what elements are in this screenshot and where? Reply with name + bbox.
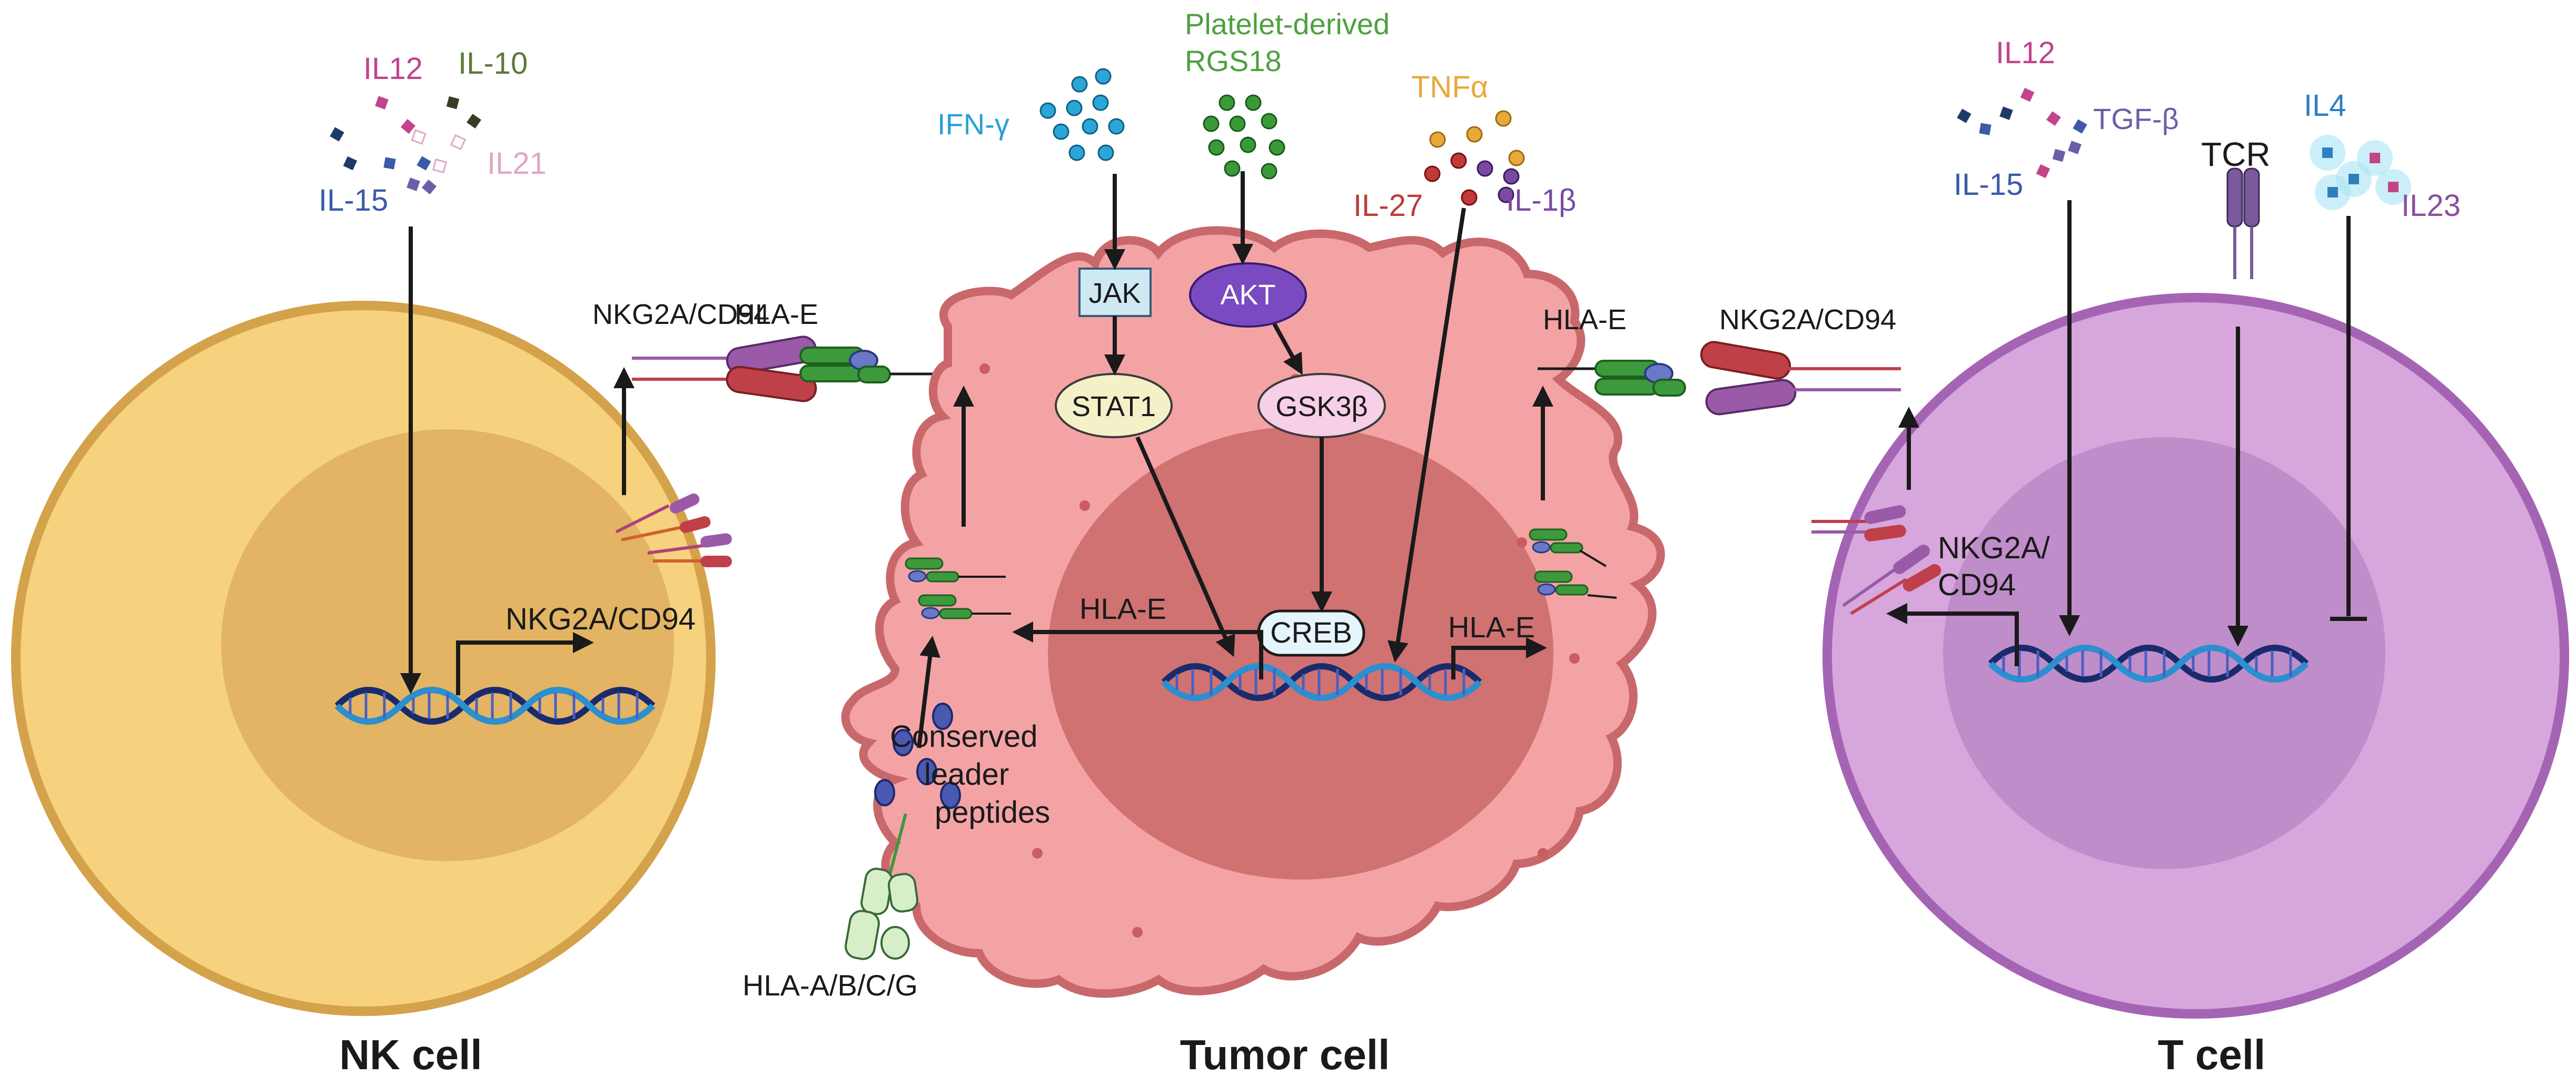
nk-tumor-synapse: NKG2A/CD94 HLA-E (592, 299, 943, 402)
creb-label: CREB (1270, 616, 1352, 649)
nk-transcription-arrow (456, 632, 594, 695)
il4-il23-molecules-icon (2310, 135, 2411, 210)
t-cell: NKG2A/ CD94 TCR (1811, 135, 2569, 1019)
rgs18-label: RGS18 (1185, 44, 1282, 77)
peptides-label: peptides (935, 795, 1050, 830)
tumor-hla-e-left-icon (799, 347, 891, 383)
tcr-icon (2226, 167, 2260, 279)
t-receptor-label: NKG2A/CD94 (1719, 304, 1896, 336)
tumor-cell-title: Tumor cell (1180, 1031, 1390, 1078)
conserved-label: Conserved (890, 719, 1037, 754)
il1b-label: IL-1β (1506, 183, 1576, 218)
tgf-beta-label: TGF-β (2093, 102, 2179, 135)
il23-label: IL23 (2401, 189, 2461, 223)
t-gene-label-line2: CD94 (1938, 568, 2016, 602)
tumor-cytokines: IFN-γ Platelet-derived RGS18 TNFα IL-27 … (937, 7, 1576, 223)
hla-abcg-icon (845, 813, 919, 960)
t-vesicle-receptors-icon (1811, 505, 1941, 615)
t-il12-label: IL12 (1996, 36, 2055, 70)
tnf-alpha-label: TNFα (1411, 70, 1488, 104)
nk-il15-label: IL-15 (319, 183, 388, 218)
t-receptor-cd94-icon (1700, 341, 1791, 380)
tumor-hla-e-right-label: HLA-E (1543, 304, 1627, 336)
nk-nucleus (221, 429, 674, 861)
tumor-t-synapse: HLA-E NKG2A/CD94 (1538, 304, 1901, 416)
tumor-hla-e-left-label: HLA-E (735, 299, 818, 330)
gsk3b-label: GSK3β (1275, 391, 1368, 422)
jak-node (1078, 268, 1152, 317)
nk-il10-label: IL-10 (458, 46, 528, 81)
nk-vesicle-receptors-icon (615, 493, 732, 567)
t-receptor-nkg2a-icon (1705, 379, 1797, 416)
hla-abcg-label: HLA-A/B/C/G (742, 969, 918, 1002)
t-transcription-arrow (1886, 603, 2019, 666)
akt-label: AKT (1220, 279, 1275, 311)
nk-il21-label: IL21 (487, 146, 547, 181)
tnf-il27-il1b-molecules-icon (1424, 110, 1525, 206)
t-il15-label: IL-15 (1954, 167, 2023, 202)
t-gene-label-line1: NKG2A/ (1938, 531, 2050, 565)
tumor-cell: JAK AKT STAT1 GSK3β CREB HLA-E HLA-E (841, 171, 1665, 998)
stat1-label: STAT1 (1072, 391, 1156, 422)
nk-il12-label: IL12 (363, 52, 423, 86)
t-cell-title: T cell (2158, 1031, 2266, 1078)
hla-e-right-gene-label: HLA-E (1448, 610, 1535, 644)
nk-cell: NKG2A/CD94 (11, 226, 732, 1016)
tumor-hla-e-right-icon (1594, 360, 1686, 397)
nk-cytokines: IL12 IL-10 IL21 IL-15 (319, 46, 547, 218)
hla-e-left-gene-label: HLA-E (1079, 592, 1166, 625)
nk-receptor-label: NKG2A/CD94 (592, 299, 769, 330)
tcr-label: TCR (2201, 135, 2271, 173)
nk-cell-title: NK cell (339, 1031, 482, 1078)
il27-label: IL-27 (1353, 189, 1423, 223)
t-cytokines: IL12 TGF-β IL-15 IL4 IL23 (1954, 36, 2461, 223)
platelet-derived-label: Platelet-derived (1185, 7, 1390, 41)
leader-peptides-icon (874, 703, 961, 809)
ifn-gamma-molecules-icon (1039, 68, 1125, 161)
il4-label: IL4 (2304, 88, 2346, 123)
jak-label: JAK (1088, 278, 1141, 309)
nk-receptor-cd94-icon (726, 366, 817, 402)
rgs18-molecules-icon (1203, 94, 1285, 180)
leader-label: leader (924, 757, 1009, 792)
nk-gene-label: NKG2A/CD94 (506, 602, 696, 636)
ifn-gamma-label: IFN-γ (937, 107, 1009, 141)
